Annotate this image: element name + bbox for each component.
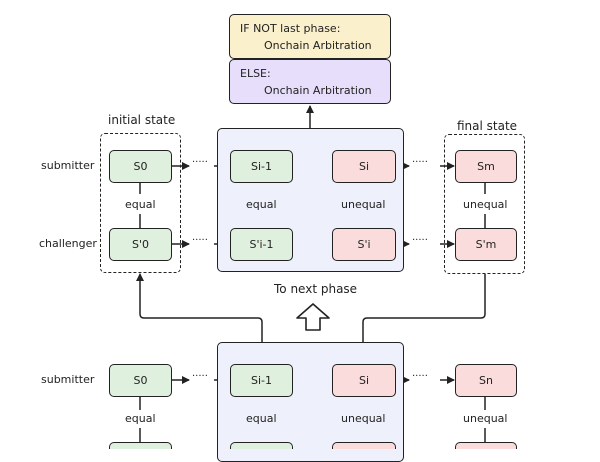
compare-label-unequal: unequal [341,198,386,211]
initial-state-title: initial state [108,113,176,127]
ellipsis: ····· [192,235,208,246]
ellipsis: ····· [192,371,208,382]
banner-else: ELSE: Onchain Arbitration [229,59,391,104]
ellipsis: ····· [192,157,208,168]
row-label-challenger: challenger [39,237,97,250]
state-box-partial [332,442,396,449]
compare-label-unequal: unequal [341,412,386,425]
state-box-si: Si [332,150,396,183]
banner-else-line1: ELSE: [240,67,271,80]
compare-label-unequal: unequal [463,412,508,425]
initial-state-group [100,133,181,273]
state-box-partial [455,442,517,449]
compare-label-equal: equal [125,412,156,425]
state-box-sm: Sm [455,150,517,183]
state-box-s0: S0 [109,364,172,397]
final-state-title: final state [457,119,518,133]
state-box-s-prime-i: S'i [332,228,396,261]
state-box-si-1: Si-1 [230,364,293,397]
next-phase-arrow-shape [296,303,330,331]
row-label-submitter: submitter [41,159,95,172]
state-box-s-prime-0: S'0 [109,228,172,261]
row-label-submitter-phase2: submitter [41,373,95,386]
state-box-sn: Sn [455,364,517,397]
banner-if-line2: Onchain Arbitration [264,39,372,52]
to-next-phase-label: To next phase [274,282,358,296]
banner-if-not-last-phase: IF NOT last phase: Onchain Arbitration [229,14,391,59]
ellipsis: ····· [412,235,428,246]
state-box-si: Si [332,364,396,397]
state-box-s-prime-m: S'm [455,228,517,261]
state-box-si-1: Si-1 [230,150,293,183]
compare-label-equal: equal [125,198,156,211]
compare-label-equal: equal [246,198,277,211]
banner-if-line1: IF NOT last phase: [240,22,341,35]
state-box-s-prime-i-1: S'i-1 [230,228,293,261]
compare-label-equal: equal [246,412,277,425]
final-state-group [444,134,525,274]
state-box-partial [230,442,293,449]
compare-label-unequal: unequal [463,198,508,211]
state-box-partial [109,442,172,449]
banner-else-line2: Onchain Arbitration [264,84,372,97]
ellipsis: ····· [412,371,428,382]
ellipsis: ····· [412,157,428,168]
state-box-s0: S0 [109,150,172,183]
